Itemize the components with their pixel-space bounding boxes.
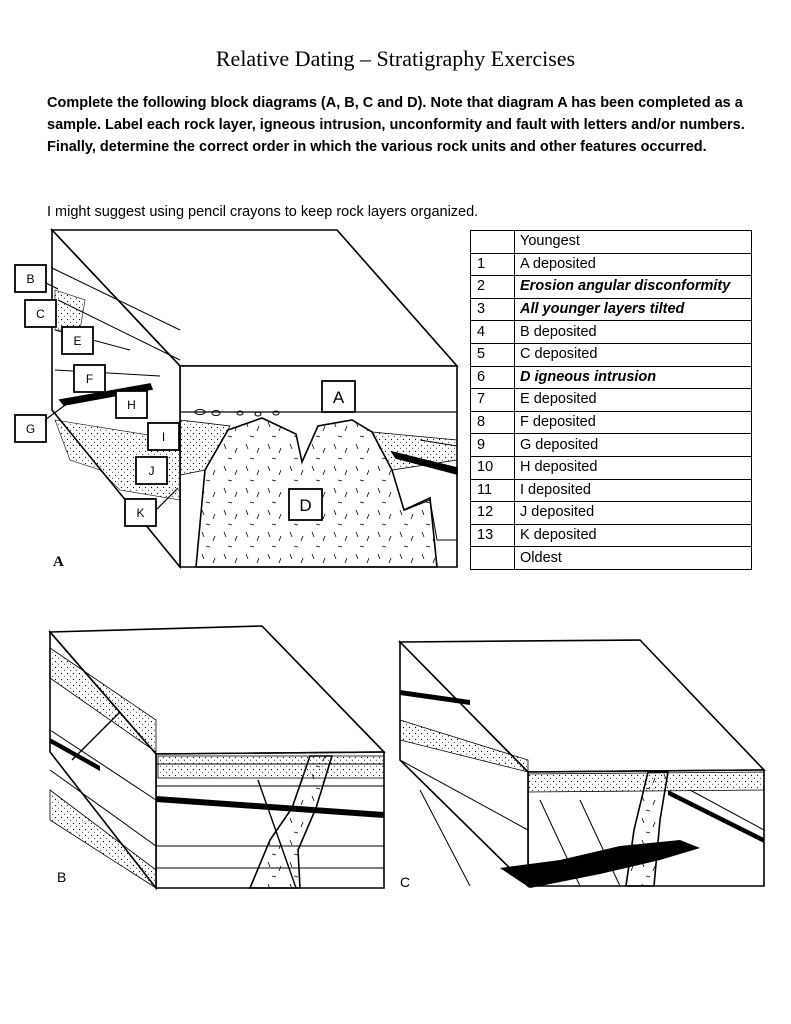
black-layer-c xyxy=(668,790,764,843)
event-cell: All younger layers tilted xyxy=(514,297,752,322)
label-g: G xyxy=(26,422,35,436)
event-cell: D igneous intrusion xyxy=(514,365,752,390)
black-layer-c-left xyxy=(400,690,470,705)
black-layer-b xyxy=(156,796,384,818)
label-box-e: E xyxy=(61,326,94,355)
label-box-k: K xyxy=(124,498,157,527)
event-cell: Erosion angular disconformity xyxy=(514,275,752,299)
label-e: E xyxy=(73,334,81,348)
diagram-b xyxy=(48,625,386,891)
event-cell: G deposited xyxy=(514,433,752,457)
event-cell: E deposited xyxy=(514,388,752,412)
label-c: C xyxy=(36,307,45,321)
dike-b xyxy=(248,755,334,889)
diagram-c xyxy=(398,639,766,888)
event-cell: K deposited xyxy=(514,523,752,548)
black-layer-b-left xyxy=(50,738,100,771)
figure-label-a: A xyxy=(53,554,64,570)
dike-c xyxy=(625,771,669,887)
page-title: Relative Dating – Stratigraphy Exercises xyxy=(215,46,576,71)
label-box-h: H xyxy=(115,390,148,419)
figure-label-b: B xyxy=(57,869,67,885)
row-number: 13 xyxy=(470,523,515,548)
diagram-a xyxy=(50,227,459,570)
label-f: F xyxy=(86,372,93,386)
table-footer-row: Oldest xyxy=(470,546,752,570)
oldest-footer: Oldest xyxy=(514,546,752,570)
label-k: K xyxy=(136,506,144,520)
label-box-f: F xyxy=(73,364,106,393)
label-box-c: C xyxy=(24,299,57,328)
label-box-b: B xyxy=(14,264,47,293)
label-box-j: J xyxy=(135,456,168,485)
label-box-i: I xyxy=(147,422,180,451)
event-cell: F deposited xyxy=(514,410,752,435)
label-surface-a: A xyxy=(333,388,345,407)
instructions-text: Complete the following block diagrams (A… xyxy=(47,95,745,155)
label-j: J xyxy=(149,464,155,478)
event-cell: B deposited xyxy=(514,320,752,344)
diagram-a-labels: B C E F G H I J K A D xyxy=(14,264,356,527)
label-i: I xyxy=(162,430,165,444)
label-b: B xyxy=(26,272,34,286)
label-box-surface-a: A xyxy=(321,380,356,413)
black-layer-a xyxy=(390,450,458,476)
label-h: H xyxy=(127,398,136,412)
label-d: D xyxy=(299,496,311,515)
suggestion-text: I might suggest using pencil crayons to … xyxy=(47,204,479,220)
label-box-g: G xyxy=(14,414,47,443)
figure-label-c: C xyxy=(400,874,411,890)
label-box-d: D xyxy=(288,488,323,521)
